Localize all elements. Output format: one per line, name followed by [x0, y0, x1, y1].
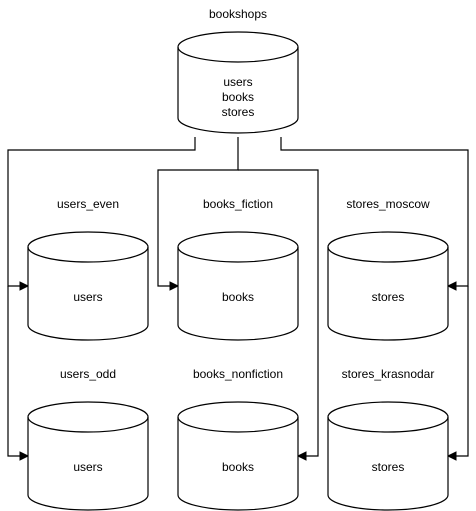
cylinder-shape	[27, 401, 149, 511]
cylinder-shape	[177, 231, 299, 341]
db-title: stores_krasnodar	[342, 367, 435, 381]
cylinder-shape	[27, 231, 149, 341]
edge-bookshops-users-even	[7, 137, 196, 287]
arrowhead-users-odd	[19, 451, 30, 461]
arrowhead-stores-krasnodar	[446, 451, 457, 461]
db-books-nonfiction: books_nonfiction books	[177, 367, 299, 511]
cylinder-top-rim	[27, 416, 149, 433]
db-users-odd: users_odd users	[27, 367, 149, 511]
db-bookshops: bookshops users books stores	[177, 7, 299, 134]
db-content: books	[222, 290, 254, 304]
db-stores-moscow: stores_moscow stores	[327, 197, 449, 341]
cylinder-top-rim	[327, 246, 449, 263]
db-books-fiction: books_fiction books	[177, 197, 299, 341]
edge-bookshops-users-odd	[7, 286, 22, 457]
cylinder-shape	[177, 401, 299, 511]
db-title: books_fiction	[203, 197, 273, 211]
db-content-line: books	[222, 90, 254, 104]
db-title: stores_moscow	[346, 197, 430, 211]
cylinder-shape	[327, 401, 449, 511]
db-content: books	[222, 460, 254, 474]
arrowhead-stores-moscow	[446, 281, 457, 291]
edge-bookshops-books-nonfiction	[238, 169, 319, 457]
cylinder-shape	[177, 31, 299, 134]
arrowhead-books-nonfiction	[296, 451, 307, 461]
connectors	[7, 137, 469, 461]
cylinder-top-rim	[327, 416, 449, 433]
db-content: users	[73, 460, 102, 474]
db-title: books_nonfiction	[193, 367, 283, 381]
db-stores-krasnodar: stores_krasnodar stores	[327, 367, 449, 511]
db-content: stores	[372, 290, 405, 304]
db-content-line: stores	[222, 105, 255, 119]
db-title: users_odd	[60, 367, 116, 381]
edge-bookshops-stores-moscow	[280, 137, 469, 287]
cylinder-top-rim	[177, 46, 299, 63]
db-content: stores	[372, 460, 405, 474]
db-content: users	[73, 290, 102, 304]
edge-bookshops-books-fiction	[157, 137, 239, 287]
db-title: bookshops	[209, 7, 267, 21]
db-users-even: users_even users	[27, 197, 149, 341]
cylinder-top-rim	[177, 416, 299, 433]
cylinder-shape	[327, 231, 449, 341]
edge-bookshops-stores-krasnodar	[454, 286, 469, 457]
cylinder-top-rim	[27, 246, 149, 263]
cylinder-top-rim	[177, 246, 299, 263]
db-content-line: users	[223, 75, 252, 89]
arrowhead-books-fiction	[169, 281, 180, 291]
db-title: users_even	[57, 197, 119, 211]
arrowhead-users-even	[19, 281, 30, 291]
